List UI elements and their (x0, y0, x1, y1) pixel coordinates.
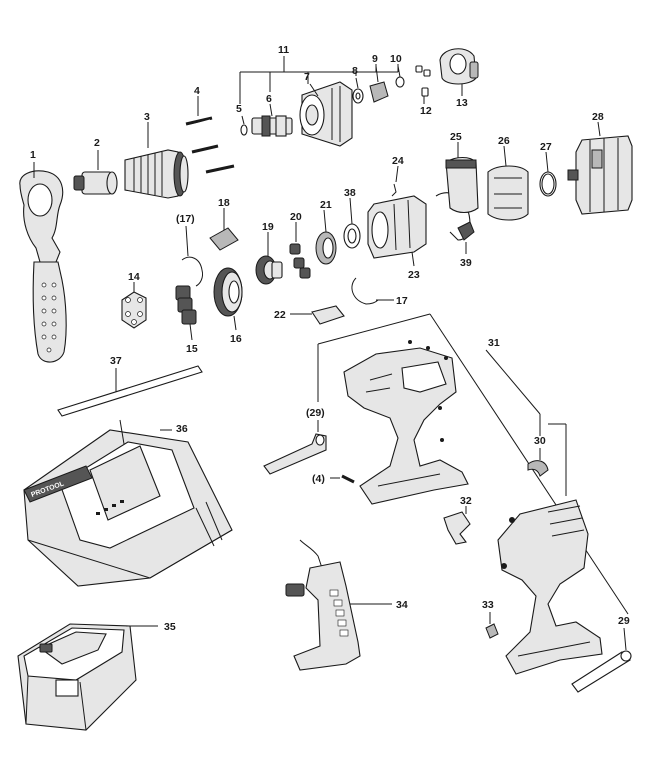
label-11: 11 (278, 44, 289, 56)
label-29b: (29) (306, 407, 325, 419)
screw-part-4b (330, 474, 355, 484)
planet-gears-part-15 (175, 285, 197, 341)
label-21: 21 (320, 199, 332, 211)
gear-part-18 (209, 208, 239, 251)
label-16: 16 (230, 333, 242, 345)
motor-part-28 (567, 121, 633, 215)
label-18: 18 (218, 197, 230, 209)
lever-part-29 (571, 627, 632, 693)
ring-part-21 (315, 209, 337, 265)
label-4: 4 (194, 85, 200, 97)
label-13: 13 (456, 97, 468, 109)
sleeve-part-26 (487, 145, 529, 221)
pin-part-33 (485, 623, 499, 639)
plate-part-22 (290, 305, 345, 325)
label-3: 3 (144, 111, 150, 123)
electronics-part-34 (285, 539, 392, 671)
label-17: 17 (396, 295, 408, 307)
spindle-nut-part (73, 150, 118, 195)
housing-half-left (343, 340, 469, 505)
label-35: 35 (164, 621, 176, 633)
planet-carrier-part-14 (121, 282, 147, 329)
label-32: 32 (460, 495, 472, 507)
ring-part-5 (240, 124, 248, 136)
label-33: 33 (482, 599, 494, 611)
clip-part-17b (181, 256, 203, 287)
ring-gear-part-16 (213, 267, 243, 331)
label-22: 22 (274, 309, 286, 321)
rod-part-37 (57, 365, 203, 417)
label-31: 31 (488, 337, 500, 349)
label-5: 5 (236, 103, 242, 115)
label-26: 26 (498, 135, 510, 147)
clutch-part-7 (299, 81, 353, 147)
sun-gear-part-19 (255, 232, 283, 285)
gear-selector-part-9 (369, 65, 389, 103)
label-24: 24 (392, 155, 404, 167)
label-7: 7 (304, 71, 310, 83)
label-19: 19 (262, 221, 274, 233)
label-9: 9 (372, 53, 378, 65)
side-handle-part (19, 162, 67, 363)
switch-part-32 (443, 506, 471, 545)
label-14: 14 (128, 271, 140, 283)
label-17b: (17) (176, 213, 195, 225)
ring-part-27 (539, 151, 557, 197)
label-30: 30 (534, 435, 546, 447)
gearbox-housing-part-23 (367, 195, 427, 267)
spindle-part-6 (251, 103, 293, 137)
label-15: 15 (186, 343, 198, 355)
lever-part-29b (263, 420, 327, 475)
label-39: 39 (460, 257, 472, 269)
label-12: 12 (420, 105, 432, 117)
housing-half-right (497, 499, 603, 675)
label-23: 23 (408, 269, 420, 281)
o-ring-part-10 (395, 76, 405, 88)
label-10: 10 (390, 53, 402, 65)
spring-part-24 (391, 183, 397, 197)
chuck-part (124, 122, 189, 199)
label-37: 37 (110, 355, 122, 367)
label-28: 28 (592, 111, 604, 123)
label-36: 36 (176, 423, 188, 435)
label-1: 1 (30, 149, 36, 161)
label-8: 8 (352, 65, 358, 77)
label-29: 29 (618, 615, 630, 627)
label-20: 20 (290, 211, 302, 223)
label-2: 2 (94, 137, 100, 149)
battery-part-35 (17, 623, 158, 731)
pins-part-12 (415, 65, 431, 104)
label-6: 6 (266, 93, 272, 105)
clip-part-17 (351, 277, 379, 305)
charger-part-36: PROTOOL (23, 419, 233, 587)
label-25: 25 (450, 131, 462, 143)
label-38: 38 (344, 187, 356, 199)
gears-part-20 (289, 222, 311, 279)
screws-part (185, 96, 235, 174)
label-34: 34 (396, 599, 408, 611)
depth-collar-part-13 (439, 48, 479, 96)
clip-part-30 (527, 448, 549, 477)
label-27: 27 (540, 141, 552, 153)
label-4b: (4) (312, 473, 325, 485)
washer-part-38 (343, 197, 361, 249)
shell-part-25 (445, 142, 479, 214)
